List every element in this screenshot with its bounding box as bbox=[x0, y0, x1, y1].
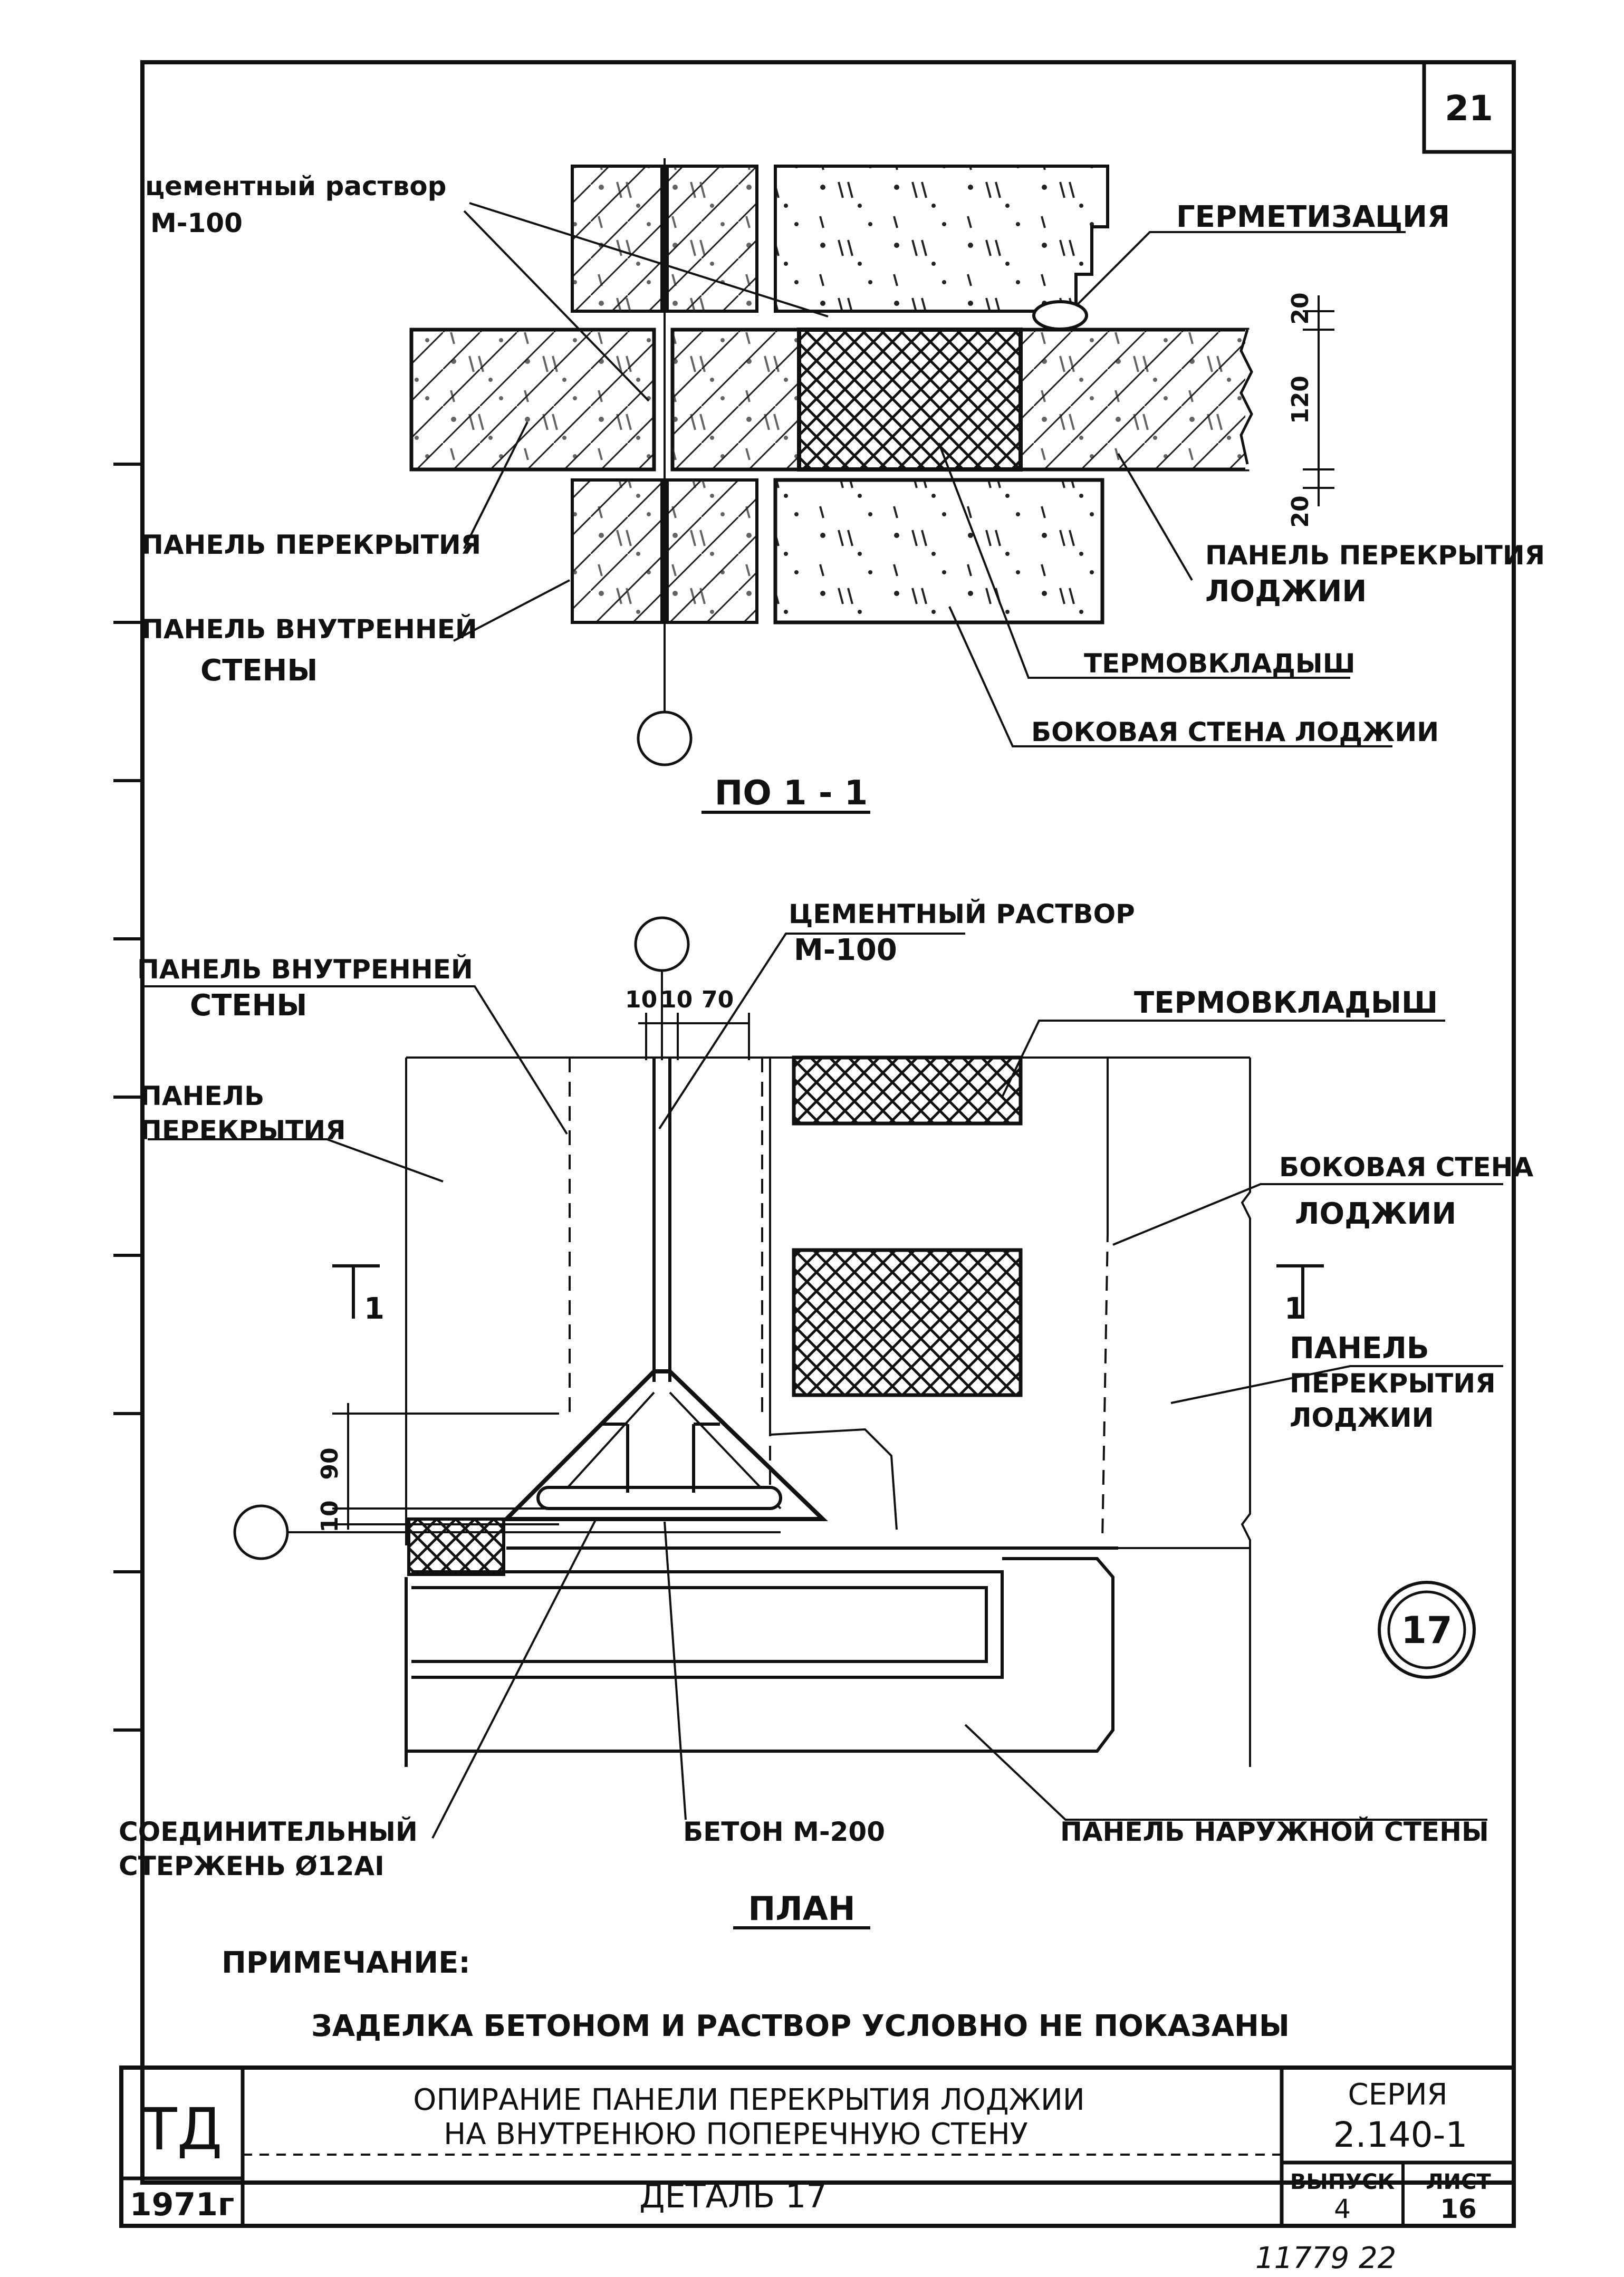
page-frame bbox=[140, 60, 1516, 2185]
binding-ticks bbox=[113, 463, 142, 1732]
thermal-insert-section bbox=[797, 328, 1023, 472]
dim-20-bottom: 20 bbox=[1287, 495, 1314, 527]
plan-loggia-floor-right bbox=[1241, 1058, 1251, 1767]
label-side-wall-plan-2: ЛОДЖИИ bbox=[1295, 1197, 1456, 1231]
plan-connecting-rod bbox=[652, 1058, 671, 1382]
section-title-1-1: ПО 1 - 1 bbox=[715, 774, 868, 813]
label-cement-grade-plan: М-100 bbox=[794, 933, 897, 967]
dim-top-10b: 10 bbox=[660, 986, 693, 1013]
archive-number: 11779 22 bbox=[1255, 2241, 1396, 2275]
tb-detail: ДЕТАЛЬ 17 bbox=[639, 2177, 827, 2215]
tb-issue: 4 bbox=[1334, 2194, 1351, 2224]
label-loggia-floor-plan-2: ПЕРЕКРЫТИЯ bbox=[1290, 1368, 1496, 1399]
label-cement-mortar-plan: ЦЕМЕНТНЫЙ РАСТВОР bbox=[789, 898, 1135, 929]
dim-left-10: 10 bbox=[316, 1500, 343, 1532]
label-rod-2: СТЕРЖЕНЬ Ø12АI bbox=[119, 1851, 385, 1881]
tb-year: 1971г bbox=[130, 2186, 234, 2223]
cut-mark-left bbox=[332, 1264, 380, 1319]
section-plan: 1 1 90 10 10 10 70 bbox=[119, 898, 1534, 1929]
label-cement-grade-top: М-100 bbox=[150, 208, 243, 238]
cut-mark-right-label: 1 bbox=[1284, 1292, 1305, 1326]
label-thermal-insert-plan: ТЕРМОВКЛАДЫШ bbox=[1134, 986, 1438, 1020]
label-loggia-floor-top-2: ЛОДЖИИ bbox=[1205, 574, 1367, 609]
tb-issue-label: ВЫПУСК bbox=[1290, 2170, 1395, 2194]
sealing-bead bbox=[1032, 300, 1088, 331]
detail-mark-number: 17 bbox=[1401, 1609, 1452, 1652]
plan-thermal-insert-3 bbox=[407, 1517, 505, 1576]
leaders-plan bbox=[142, 933, 1503, 1839]
tb-org: ТД bbox=[141, 2096, 222, 2163]
label-concrete: БЕТОН М-200 bbox=[683, 1817, 885, 1847]
tb-series: 2.140-1 bbox=[1333, 2115, 1468, 2155]
label-interior-wall-top-1: ПАНЕЛЬ ВНУТРЕННЕЙ bbox=[141, 613, 477, 645]
dim-top-10a: 10 bbox=[625, 986, 657, 1013]
axis-bubble-top bbox=[637, 710, 693, 766]
detail-mark-inner bbox=[1387, 1590, 1466, 1669]
tb-title-1: ОПИРАНИЕ ПАНЕЛИ ПЕРЕКРЫТИЯ ЛОДЖИИ bbox=[413, 2083, 1084, 2117]
note-text: ЗАДЕЛКА БЕТОНОМ И РАСТВОР УСЛОВНО НЕ ПОК… bbox=[311, 2009, 1290, 2043]
section-1-1: 20 120 20 цементный раствор М-100 ГЕРМЕТ… bbox=[141, 158, 1545, 814]
plan-concrete-wedge bbox=[501, 1369, 828, 1521]
note-heading: ПРИМЕЧАНИЕ: bbox=[222, 1946, 470, 1980]
dim-top-70: 70 bbox=[702, 986, 734, 1013]
title-block bbox=[119, 2065, 1516, 2228]
leaders-top bbox=[453, 202, 1406, 747]
label-interior-wall-plan-2: СТЕНЫ bbox=[190, 988, 307, 1023]
dim-top-chain bbox=[638, 1013, 750, 1060]
label-rod-1: СОЕДИНИТЕЛЬНЫЙ bbox=[119, 1816, 418, 1847]
label-thermal-insert-top: ТЕРМОВКЛАДЫШ bbox=[1084, 648, 1355, 679]
plan-anchor-plate bbox=[536, 1486, 782, 1510]
label-floor-panel-top: ПАНЕЛЬ ПЕРЕКРЫТИЯ bbox=[141, 530, 481, 560]
tb-title-2: НА ВНУТРЕНЮЮ ПОПЕРЕЧНУЮ СТЕНУ bbox=[444, 2117, 1028, 2151]
plan-thermal-insert-2 bbox=[792, 1248, 1023, 1397]
label-interior-wall-plan-1: ПАНЕЛЬ ВНУТРЕННЕЙ bbox=[137, 954, 473, 985]
tb-series-label: СЕРИЯ bbox=[1348, 2078, 1447, 2112]
label-interior-wall-top-2: СТЕНЫ bbox=[200, 654, 318, 688]
axis-bubble-plan-left bbox=[233, 1504, 289, 1560]
sheet-number-box bbox=[1422, 60, 1516, 154]
label-loggia-floor-top-1: ПАНЕЛЬ ПЕРЕКРЫТИЯ bbox=[1205, 540, 1545, 571]
lower-side-wall bbox=[773, 478, 1104, 625]
label-outer-wall: ПАНЕЛЬ НАРУЖНОЙ СТЕНЫ bbox=[1060, 1816, 1489, 1847]
tb-sheet-label: ЛИСТ bbox=[1426, 2170, 1491, 2194]
plan-thermal-insert-1 bbox=[792, 1055, 1023, 1126]
detail-mark-outer bbox=[1378, 1581, 1476, 1679]
dim-left-90: 90 bbox=[316, 1447, 343, 1479]
plan-side-wall bbox=[769, 1058, 1109, 1530]
label-loggia-floor-plan-3: ЛОДЖИИ bbox=[1290, 1402, 1434, 1433]
section-title-plan: ПЛАН bbox=[748, 1889, 855, 1928]
label-side-wall-plan-1: БОКОВАЯ СТЕНА bbox=[1279, 1152, 1534, 1183]
dimension-chain-vertical bbox=[1303, 295, 1334, 506]
dim-left-chain bbox=[332, 1403, 559, 1530]
upper-side-wall bbox=[774, 165, 1109, 313]
tb-sheet: 16 bbox=[1440, 2194, 1477, 2224]
label-loggia-floor-plan-1: ПАНЕЛЬ bbox=[1290, 1331, 1429, 1366]
label-floor-panel-plan-2: ПЕРЕКРЫТИЯ bbox=[140, 1115, 346, 1146]
cut-mark-left-label: 1 bbox=[364, 1292, 385, 1326]
plan-outer-wall bbox=[405, 1546, 1118, 1767]
label-floor-panel-plan-1: ПАНЕЛЬ bbox=[140, 1081, 264, 1111]
cut-mark-right bbox=[1276, 1264, 1324, 1319]
axis-bubble-plan-top bbox=[634, 916, 690, 972]
dim-20-top: 20 bbox=[1287, 292, 1314, 324]
label-side-wall-top: БОКОВАЯ СТЕНА ЛОДЖИИ bbox=[1031, 717, 1439, 747]
dim-120: 120 bbox=[1287, 376, 1314, 424]
label-cement-mortar-top: цементный раствор bbox=[145, 171, 446, 201]
sheet-number: 21 bbox=[1445, 88, 1493, 129]
label-sealing: ГЕРМЕТИЗАЦИЯ bbox=[1176, 200, 1450, 234]
